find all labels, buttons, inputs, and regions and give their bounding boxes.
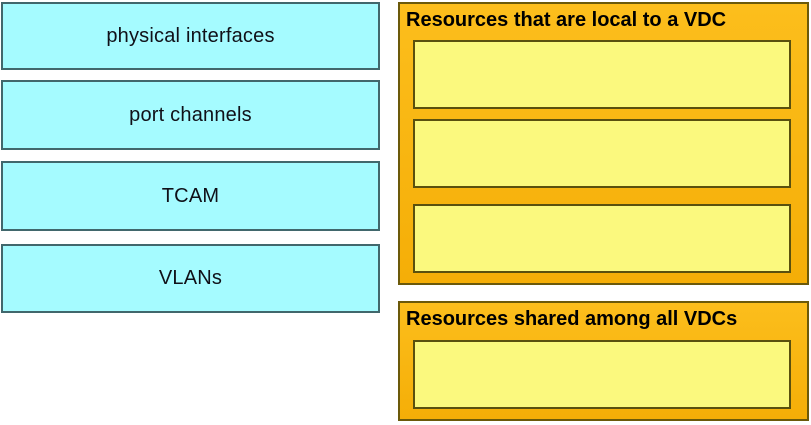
- drag-item-port-channels[interactable]: port channels: [1, 80, 380, 150]
- drag-item-tcam[interactable]: TCAM: [1, 161, 380, 231]
- drop-slot-local-2[interactable]: [413, 119, 791, 188]
- panel-shared-vdcs-title: Resources shared among all VDCs: [406, 308, 738, 330]
- drag-item-label: TCAM: [161, 184, 220, 207]
- drag-item-vlans[interactable]: VLANs: [1, 244, 380, 313]
- drop-slot-shared-1[interactable]: [413, 340, 791, 409]
- panel-local-vdc-title: Resources that are local to a VDC: [406, 9, 727, 31]
- drag-item-physical-interfaces[interactable]: physical interfaces: [1, 2, 380, 70]
- drop-slot-local-1[interactable]: [413, 40, 791, 109]
- panel-local-vdc: Resources that are local to a VDC: [398, 2, 809, 285]
- drag-item-label: VLANs: [158, 267, 223, 289]
- drop-slot-local-3[interactable]: [413, 204, 791, 273]
- drag-item-label: port channels: [129, 103, 252, 126]
- drag-item-label: physical interfaces: [106, 24, 275, 47]
- panel-shared-vdcs: Resources shared among all VDCs: [398, 301, 809, 421]
